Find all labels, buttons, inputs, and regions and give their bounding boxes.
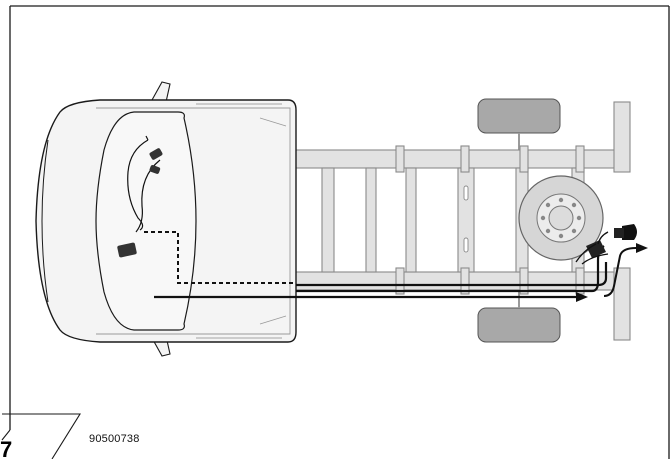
reference-code: 90500738 xyxy=(89,433,140,445)
socket-icon xyxy=(575,224,637,265)
harness-connector-icon xyxy=(117,148,163,258)
figure-tab xyxy=(1,413,81,459)
dashed-routing-line xyxy=(144,231,296,284)
arrow-icon xyxy=(576,243,648,302)
figure-number: 7 xyxy=(0,437,13,462)
spare-wheel xyxy=(518,175,604,261)
mirror-top xyxy=(151,81,171,103)
figure-border xyxy=(9,5,670,459)
rear-wheel-bottom xyxy=(477,307,561,343)
rear-wheel-top xyxy=(477,98,561,134)
cab-body xyxy=(35,99,297,343)
cross-member-slots xyxy=(463,185,469,253)
socket-cable xyxy=(603,247,637,297)
